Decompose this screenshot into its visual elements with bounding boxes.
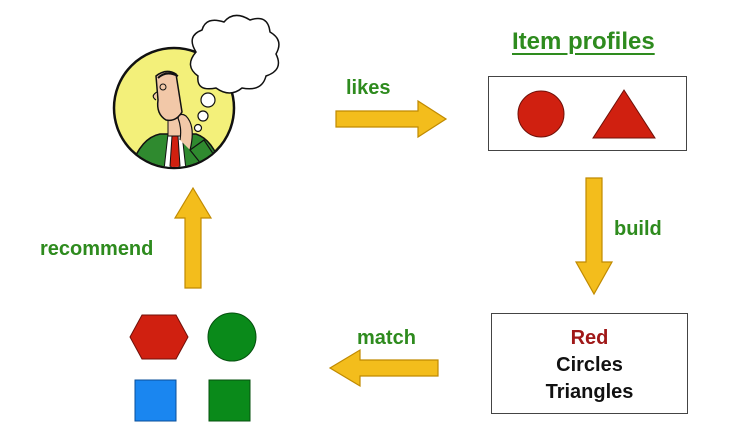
profile-triangles: Triangles <box>545 381 634 403</box>
likes-label: likes <box>346 77 391 99</box>
blue-square-shape <box>134 379 177 422</box>
user-profile-box: Red Circles Triangles <box>491 313 688 414</box>
green-square-shape <box>208 379 251 422</box>
red-hexagon-shape <box>129 314 189 360</box>
build-label: build <box>614 218 662 240</box>
profile-red: Red <box>570 327 609 349</box>
red-triangle-shape <box>592 89 656 139</box>
profile-circles: Circles <box>556 354 623 376</box>
user-thinking-icon <box>128 70 226 167</box>
green-circle-shape <box>207 312 257 362</box>
item-profiles-title: Item profiles <box>512 28 655 55</box>
recommend-label: recommend <box>40 238 154 260</box>
match-label: match <box>357 327 416 349</box>
thought-cloud-icon <box>189 14 280 133</box>
red-circle-shape <box>517 90 565 138</box>
